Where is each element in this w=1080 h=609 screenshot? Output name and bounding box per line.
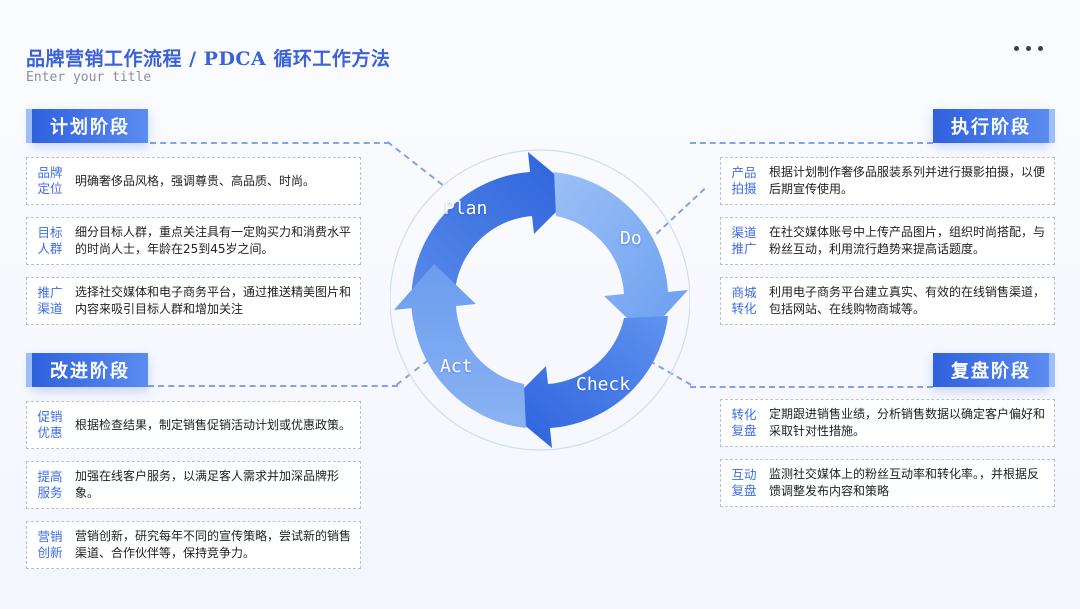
do-card-1: 产品拍摄 根据计划制作奢侈品服装系列并进行摄影拍摄，以便后期宣传使用。 — [720, 157, 1055, 205]
outer-ring — [390, 149, 690, 451]
plan-card-1: 品牌定位 明确奢侈品风格，强调尊贵、高品质、时尚。 — [26, 157, 361, 205]
page-subtitle: Enter your title — [26, 70, 152, 85]
cycle-label-check: Check — [576, 374, 631, 395]
act-arrow[interactable] — [394, 264, 526, 428]
check-card-2: 互动复盘 监测社交媒体上的粉丝互动率和转化率。，并根据反馈调整发布内容和策略 — [720, 459, 1055, 507]
connector-act — [148, 385, 398, 387]
act-card-1: 促销优惠 根据检查结果，制定销售促销活动计划或优惠政策。 — [26, 401, 361, 449]
connector-check — [690, 386, 933, 388]
cycle-label-act: Act — [440, 356, 473, 377]
cycle-label-plan: Plan — [444, 198, 488, 219]
card-key: 互动复盘 — [731, 467, 757, 498]
check-arrow[interactable] — [504, 316, 668, 448]
dot — [1014, 45, 1019, 51]
page-title: 品牌营销工作流程 / PDCA 循环工作方法 — [26, 48, 391, 70]
card-key: 目标人群 — [37, 225, 63, 256]
connector-plan — [150, 142, 390, 144]
card-key: 营销创新 — [37, 529, 63, 560]
card-text: 在社交媒体账号中上传产品图片，组织时尚搭配，与粉丝互动，利用流行趋势来提高话题度… — [769, 225, 1046, 256]
more-dots-icon[interactable] — [1014, 42, 1054, 54]
card-text: 根据检查结果，制定销售促销活动计划或优惠政策。 — [75, 417, 352, 432]
stage-tag-check: 复盘阶段 — [933, 353, 1055, 387]
check-card-1: 转化复盘 定期跟进销售业绩，分析销售数据以确定客户偏好和采取针对性措施。 — [720, 399, 1055, 447]
card-key: 推广渠道 — [37, 285, 63, 316]
do-arrow[interactable] — [554, 172, 688, 336]
card-text: 根据计划制作奢侈品服装系列并进行摄影拍摄，以便后期宣传使用。 — [769, 165, 1046, 196]
plan-card-3: 推广渠道 选择社交媒体和电子商务平台，通过推送精美图片和内容来吸引目标人群和增加… — [26, 277, 361, 325]
dot — [1038, 45, 1043, 51]
pdca-cycle-diagram — [390, 149, 690, 451]
card-key: 品牌定位 — [37, 165, 63, 196]
plan-card-2: 目标人群 细分目标人群，重点关注具有一定购买力和消费水平的时尚人士，年龄在25到… — [26, 217, 361, 265]
act-card-3: 营销创新 营销创新，研究每年不同的宣传策略，尝试新的销售渠道、合作伙伴等，保持竞… — [26, 521, 361, 569]
card-text: 加强在线客户服务，以满足客人需求并加深品牌形象。 — [75, 469, 340, 500]
card-text: 定期跟进销售业绩，分析销售数据以确定客户偏好和采取针对性措施。 — [769, 407, 1046, 438]
card-text: 利用电子商务平台建立真实、有效的在线销售渠道，包括网站、在线购物商城等。 — [769, 285, 1046, 316]
card-key: 转化复盘 — [731, 407, 757, 438]
act-card-2: 提高服务 加强在线客户服务，以满足客人需求并加深品牌形象。 — [26, 461, 361, 509]
card-key: 促销优惠 — [37, 409, 63, 440]
card-text: 选择社交媒体和电子商务平台，通过推送精美图片和内容来吸引目标人群和增加关注 — [75, 285, 352, 316]
card-key: 提高服务 — [37, 469, 63, 500]
cycle-label-do: Do — [620, 228, 642, 249]
connector-do — [690, 142, 933, 144]
stage-tag-plan: 计划阶段 — [26, 109, 148, 143]
stage-tag-do: 执行阶段 — [933, 109, 1055, 143]
card-text: 明确奢侈品风格，强调尊贵、高品质、时尚。 — [75, 173, 316, 188]
do-card-2: 渠道推广 在社交媒体账号中上传产品图片，组织时尚搭配，与粉丝互动，利用流行趋势来… — [720, 217, 1055, 265]
stage-tag-act: 改进阶段 — [26, 353, 148, 387]
card-key: 产品拍摄 — [731, 165, 757, 196]
card-text: 细分目标人群，重点关注具有一定购买力和消费水平的时尚人士，年龄在25到45岁之间… — [75, 225, 352, 256]
dot — [1026, 45, 1031, 51]
do-card-3: 商城转化 利用电子商务平台建立真实、有效的在线销售渠道，包括网站、在线购物商城等… — [720, 277, 1055, 325]
card-key: 商城转化 — [731, 285, 757, 316]
plan-arrow[interactable] — [411, 152, 576, 320]
card-key: 渠道推广 — [731, 225, 757, 256]
card-text: 营销创新，研究每年不同的宣传策略，尝试新的销售渠道、合作伙伴等，保持竞争力。 — [75, 529, 352, 560]
card-text: 监测社交媒体上的粉丝互动率和转化率。，并根据反馈调整发布内容和策略 — [769, 467, 1040, 498]
